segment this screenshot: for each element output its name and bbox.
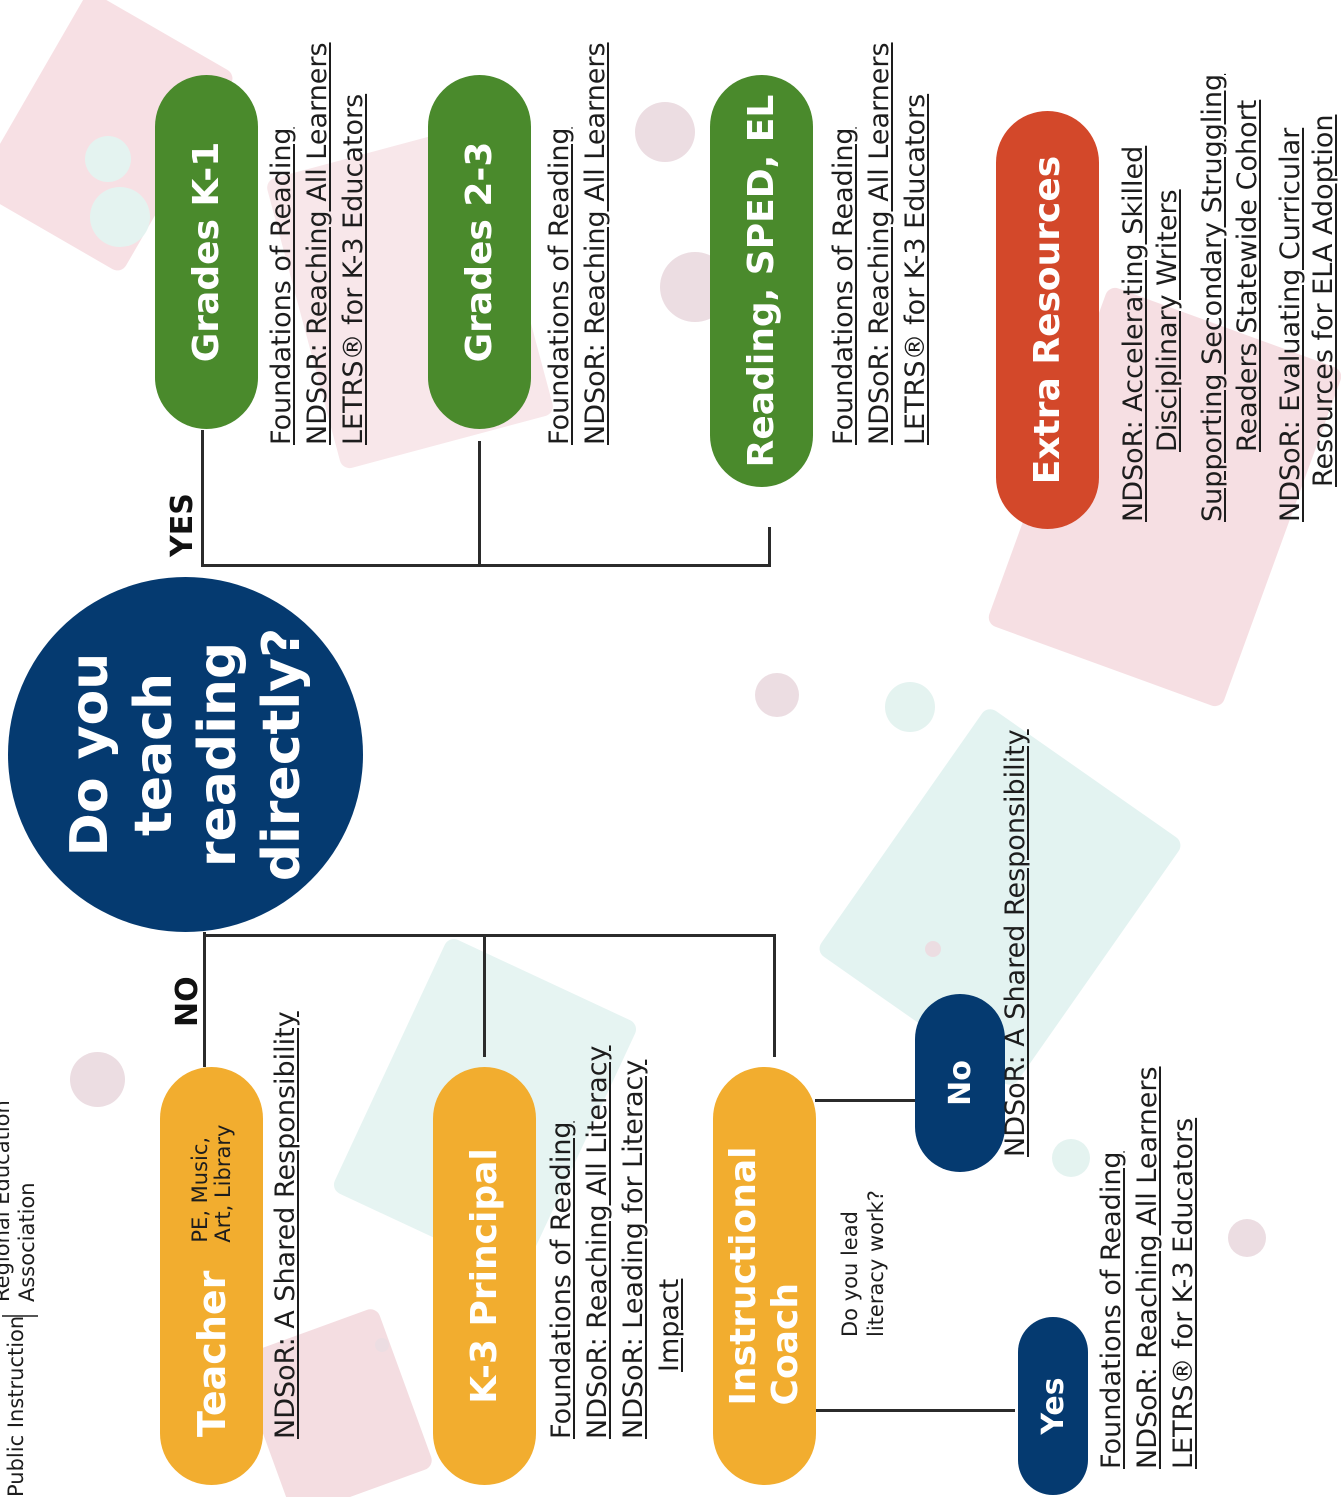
decorative-dot: [1228, 1219, 1266, 1257]
reading-sped-el-pill[interactable]: Reading, SPED, EL: [710, 75, 813, 487]
decorative-dot: [925, 941, 941, 957]
coach-no-pill[interactable]: No: [915, 994, 1005, 1172]
link-foundations-of-reading[interactable]: Foundations of Reading: [266, 127, 297, 445]
link-ndsor-reaching-all-learners[interactable]: NDSoR: Reaching All Learners: [302, 42, 333, 445]
decorative-dot: [1052, 1139, 1090, 1177]
extra-resources-title: Extra Resources: [1027, 155, 1068, 485]
coach-yes-title: Yes: [1035, 1377, 1071, 1435]
link-foundations-of-reading[interactable]: Foundations of Reading: [544, 127, 575, 445]
link-ndsor-reaching-all-learners[interactable]: NDSoR: Reaching All Learners: [580, 42, 611, 445]
coach-no-line: [815, 1099, 915, 1102]
instructional-coach-line2: Coach: [764, 1283, 806, 1406]
no-label: NO: [170, 976, 205, 1027]
link-disciplinary-writers[interactable]: Disciplinary Writers: [1152, 189, 1183, 452]
link-foundations-of-reading[interactable]: Foundations of Reading: [1096, 1151, 1127, 1469]
k3-principal-title: K-3 Principal: [464, 1148, 505, 1404]
instructional-coach-pill[interactable]: Instructional Coach: [713, 1067, 816, 1485]
yes-branch-line: [478, 441, 481, 567]
link-ndsor-reaching-all-learners[interactable]: NDSoR: Reaching All Learners: [864, 42, 895, 445]
header-divider: [2, 1315, 38, 1317]
instructional-coach-line1: Instructional: [722, 1146, 764, 1406]
decorative-dot: [635, 102, 695, 162]
yes-branch-line: [768, 527, 771, 567]
teacher-title: Teacher: [189, 1270, 234, 1437]
header-association-line2: Association: [15, 1182, 39, 1302]
link-letrs-k3-educators[interactable]: LETRS® for K-3 Educators: [338, 93, 369, 445]
coach-yes-pill[interactable]: Yes: [1018, 1317, 1088, 1495]
central-question-circle: Do you teach reading directly?: [8, 577, 363, 932]
link-letrs-k3-educators[interactable]: LETRS® for K-3 Educators: [900, 93, 931, 445]
decorative-dot: [70, 1052, 125, 1107]
decorative-dot: [85, 136, 131, 182]
central-question-text: Do you teach reading directly?: [59, 627, 312, 882]
decorative-dot: [885, 682, 935, 732]
grades-k1-title: Grades K-1: [186, 141, 227, 363]
yes-trunk-line: [201, 430, 204, 567]
link-ndsor-evaluating-curricular[interactable]: NDSoR: Evaluating Curricular: [1275, 127, 1306, 522]
coach-question-line1: Do you lead: [838, 1211, 862, 1337]
instructional-coach-title: Instructional Coach: [723, 1147, 807, 1406]
yes-label: YES: [165, 493, 200, 557]
link-foundations-of-reading[interactable]: Foundations of Reading: [546, 1121, 577, 1439]
k3-principal-pill[interactable]: K-3 Principal: [433, 1067, 536, 1485]
decorative-dot: [375, 1338, 389, 1352]
teacher-subtitle: PE, Music, Art, Library: [187, 1124, 235, 1243]
teacher-subtitle-line2: Art, Library: [210, 1124, 235, 1243]
no-branch-line: [773, 935, 776, 1057]
link-ndsor-shared-responsibility[interactable]: NDSoR: A Shared Responsibility: [270, 1011, 301, 1439]
no-branch-line: [483, 935, 486, 1057]
grades-23-pill[interactable]: Grades 2-3: [428, 75, 531, 429]
link-ndsor-reaching-all-literacy[interactable]: NDSoR: Reaching All Literacy: [582, 1045, 613, 1439]
coach-yes-line: [815, 1409, 1015, 1412]
header-association-line1: Regional Education: [0, 1100, 14, 1302]
yes-bus-line: [201, 564, 771, 567]
link-supporting-secondary[interactable]: Supporting Secondary Struggling: [1197, 73, 1228, 522]
extra-resources-pill[interactable]: Extra Resources: [996, 111, 1099, 529]
link-ndsor-reaching-all-learners[interactable]: NDSoR: Reaching All Learners: [1132, 1066, 1163, 1469]
link-foundations-of-reading[interactable]: Foundations of Reading: [828, 127, 859, 445]
decorative-dot: [90, 187, 150, 247]
link-ndsor-leading-literacy[interactable]: NDSoR: Leading for Literacy: [618, 1059, 649, 1439]
grades-23-title: Grades 2-3: [459, 141, 500, 363]
link-readers-statewide-cohort[interactable]: Readers Statewide Cohort: [1232, 99, 1263, 452]
link-resources-ela-adoption[interactable]: Resources for ELA Adoption: [1308, 114, 1339, 487]
link-impact[interactable]: Impact: [654, 1278, 685, 1372]
header-agency-name: Public Instruction: [4, 1315, 28, 1497]
no-bus-line: [203, 934, 776, 937]
teacher-subtitle-line1: PE, Music,: [187, 1136, 212, 1243]
link-ndsor-accelerating-skilled[interactable]: NDSoR: Accelerating Skilled: [1118, 145, 1149, 522]
decorative-dot: [755, 673, 799, 717]
teacher-pill[interactable]: Teacher PE, Music, Art, Library: [160, 1067, 263, 1485]
link-ndsor-shared-responsibility[interactable]: NDSoR: A Shared Responsibility: [1000, 729, 1031, 1157]
link-letrs-k3-educators[interactable]: LETRS® for K-3 Educators: [1168, 1117, 1199, 1469]
coach-question-line2: literacy work?: [864, 1190, 888, 1337]
grades-k1-pill[interactable]: Grades K-1: [155, 75, 258, 429]
reading-sped-el-title: Reading, SPED, EL: [741, 94, 782, 468]
coach-no-title: No: [942, 1060, 978, 1106]
book-illustration: [235, 1306, 435, 1497]
